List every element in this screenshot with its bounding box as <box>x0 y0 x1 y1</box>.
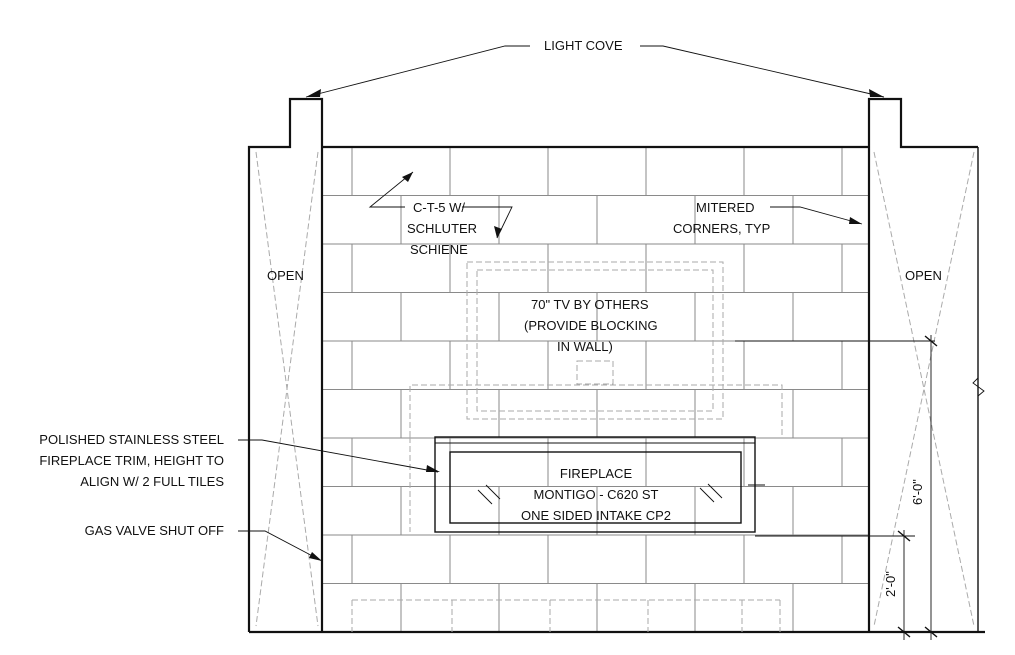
arrow-cove-left <box>306 89 321 97</box>
trim-leader <box>238 439 439 473</box>
tile-pattern <box>322 147 869 632</box>
fireplace-label-line1: FIREPLACE <box>560 466 633 481</box>
glass-reflection-right <box>699 483 723 503</box>
open-left-x <box>255 151 319 627</box>
tv-label-line1: 70" TV BY OTHERS <box>531 297 649 312</box>
dim-2-tick-top <box>897 530 911 542</box>
tv-outer <box>466 261 724 420</box>
tv-inner <box>476 269 714 412</box>
gas-leader <box>238 530 323 562</box>
glass-reflection-left <box>477 484 501 505</box>
break-line <box>972 377 985 397</box>
trim-label-line2: FIREPLACE TRIM, HEIGHT TO <box>39 453 224 468</box>
gas-label: GAS VALVE SHUT OFF <box>85 523 224 538</box>
open-markers <box>255 151 975 627</box>
leader-lines <box>238 45 985 562</box>
mitered-label-line1: MITERED <box>696 200 755 215</box>
wall-outline <box>247 97 978 632</box>
light-cove-leader <box>305 45 885 98</box>
fireplace-label-line2: MONTIGO - C620 ST <box>534 487 659 502</box>
mitered-label-line2: CORNERS, TYP <box>673 221 770 236</box>
fireplace-box <box>449 451 742 524</box>
arrow-ct5-up <box>402 172 413 182</box>
tv-label-line3: IN WALL) <box>557 339 613 354</box>
wall-frame <box>247 97 985 634</box>
fireplace <box>434 436 756 533</box>
arrow-trim <box>426 465 440 472</box>
surround-outline <box>409 384 783 532</box>
arrowheads <box>306 89 884 561</box>
fireplace-surround <box>351 384 783 632</box>
dim-6-tick-bottom <box>924 626 938 638</box>
dim-6-tick-top <box>924 335 938 347</box>
tv-outline <box>466 261 724 420</box>
light-cove-label: LIGHT COVE <box>544 38 623 53</box>
tv-mount <box>576 360 614 385</box>
ct5-label-line3: SCHIENE <box>410 242 468 257</box>
trim-label-line1: POLISHED STAINLESS STEEL <box>39 432 224 447</box>
open-right-x <box>873 151 975 627</box>
open-left-label: OPEN <box>267 268 304 283</box>
ct5-label-line2: SCHLUTER <box>407 221 477 236</box>
trim-label-line3: ALIGN W/ 2 FULL TILES <box>80 474 224 489</box>
dim-2-tick-bottom <box>897 626 911 638</box>
text-labels: LIGHT COVE C-T-5 W/ SCHLUTER SCHIENE MIT… <box>39 38 942 597</box>
open-right-label: OPEN <box>905 268 942 283</box>
dimensions <box>897 335 938 640</box>
dim-2-label: 2'-0" <box>883 571 898 597</box>
tv-label-line2: (PROVIDE BLOCKING <box>524 318 658 333</box>
arrow-gas <box>309 552 322 561</box>
hearth-legs <box>351 600 781 632</box>
arrow-cove-right <box>869 89 884 97</box>
ct5-leader <box>368 171 513 239</box>
fireplace-trim <box>434 436 756 533</box>
dim-6-label: 6'-0" <box>910 479 925 505</box>
fireplace-label-line3: ONE SIDED INTAKE CP2 <box>521 508 671 523</box>
ct5-label-line1: C-T-5 W/ <box>413 200 465 215</box>
arrow-mitered <box>849 217 862 224</box>
arrow-ct5-down <box>494 226 502 238</box>
mitered-leader <box>770 206 863 225</box>
